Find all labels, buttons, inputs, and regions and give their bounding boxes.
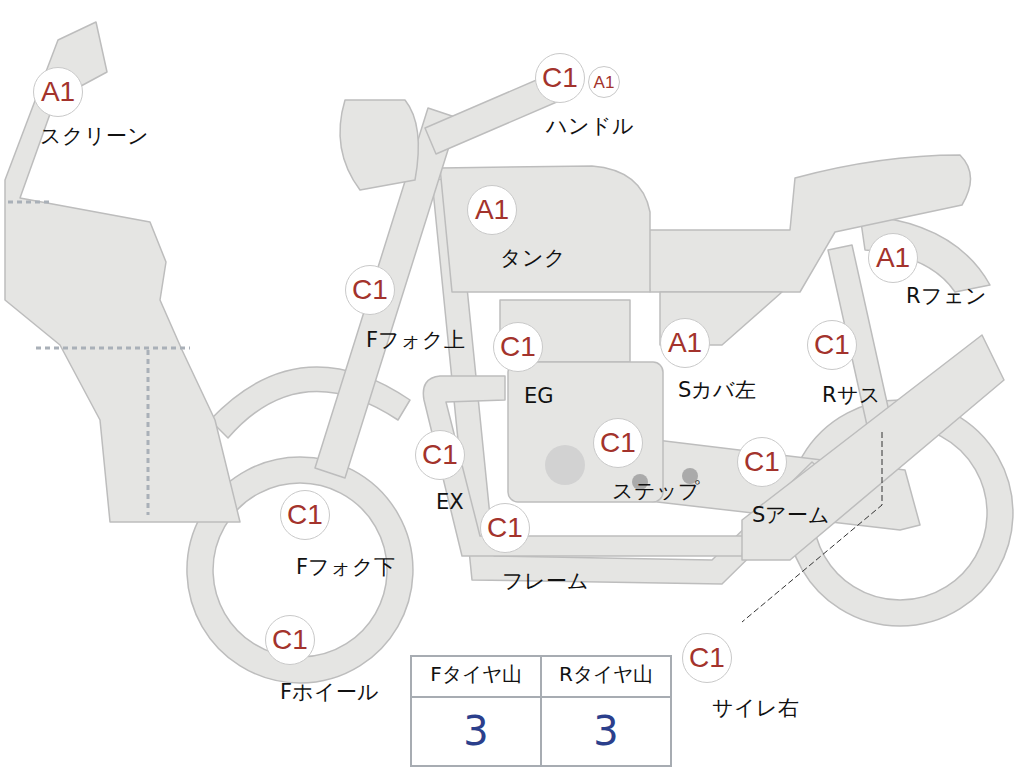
- callout-code: C1: [287, 501, 323, 529]
- callout-code: A1: [475, 196, 509, 224]
- headlight: [340, 100, 418, 190]
- part-name: フレーム: [502, 569, 589, 593]
- callout-code: C1: [814, 331, 850, 359]
- callout-circle: A1: [588, 66, 620, 98]
- callout-code: A1: [41, 78, 75, 106]
- table-value: 3: [463, 708, 488, 754]
- tyre-table: [411, 656, 671, 766]
- callout-circle: C1: [415, 430, 465, 480]
- callout-code: C1: [272, 626, 308, 654]
- callout-circle: A1: [467, 185, 517, 235]
- engine-cover: [545, 445, 585, 485]
- callout-code: C1: [542, 64, 578, 92]
- front-fender: [210, 367, 410, 438]
- callout-code: C1: [487, 514, 523, 542]
- part-name: EG: [524, 384, 554, 408]
- callout-code: C1: [600, 429, 636, 457]
- seat: [640, 155, 971, 292]
- callout-code: C1: [352, 276, 388, 304]
- table-header: Fタイヤ山: [430, 663, 522, 686]
- cowl: [5, 22, 240, 522]
- part-name: スクリーン: [40, 124, 149, 148]
- callout-circle: C1: [480, 503, 530, 553]
- callout-circle: C1: [535, 53, 585, 103]
- part-name: ハンドル: [546, 114, 634, 138]
- callout-circle: C1: [682, 633, 732, 683]
- callout-circle: A1: [33, 67, 83, 117]
- part-name: Fフォク上: [366, 328, 465, 352]
- callout-circle: C1: [493, 322, 543, 372]
- callout-code: C1: [500, 333, 536, 361]
- part-name: ステップ: [612, 479, 700, 503]
- part-name: Rフェン: [906, 284, 987, 308]
- table-rule: [540, 656, 542, 766]
- cowl-seam: [147, 350, 150, 515]
- exhaust-pipe: [423, 376, 745, 556]
- callout-circle: C1: [737, 437, 787, 487]
- callout-circle: A1: [660, 318, 710, 368]
- callout-code: C1: [689, 644, 725, 672]
- part-name: EX: [436, 490, 464, 514]
- table-header: Rタイヤ山: [559, 663, 653, 686]
- cowl-seam: [36, 347, 190, 350]
- callout-circle: C1: [265, 615, 315, 665]
- callout-circle: C1: [345, 265, 395, 315]
- rear-fender: [860, 215, 990, 292]
- callout-code: A1: [668, 329, 702, 357]
- leader-line: [742, 432, 882, 622]
- part-name: タンク: [500, 246, 566, 270]
- callout-circle: C1: [807, 320, 857, 370]
- callout-code: A1: [876, 244, 910, 272]
- callout-code: C1: [422, 441, 458, 469]
- part-name: Fフォク下: [296, 555, 395, 579]
- table-value: 3: [593, 708, 618, 754]
- callout-circle: C1: [280, 490, 330, 540]
- callout-circle: A1: [868, 233, 918, 283]
- part-name: Sアーム: [752, 503, 830, 527]
- tank: [440, 166, 650, 292]
- part-name: Sカバ左: [678, 378, 756, 402]
- part-name: サイレ右: [712, 696, 799, 720]
- callout-circle: C1: [593, 418, 643, 468]
- callout-code: A1: [594, 74, 615, 91]
- callout-code: C1: [744, 448, 780, 476]
- part-name: Rサス: [822, 383, 881, 407]
- cowl-seam: [8, 201, 50, 204]
- part-name: Fホイール: [280, 680, 379, 704]
